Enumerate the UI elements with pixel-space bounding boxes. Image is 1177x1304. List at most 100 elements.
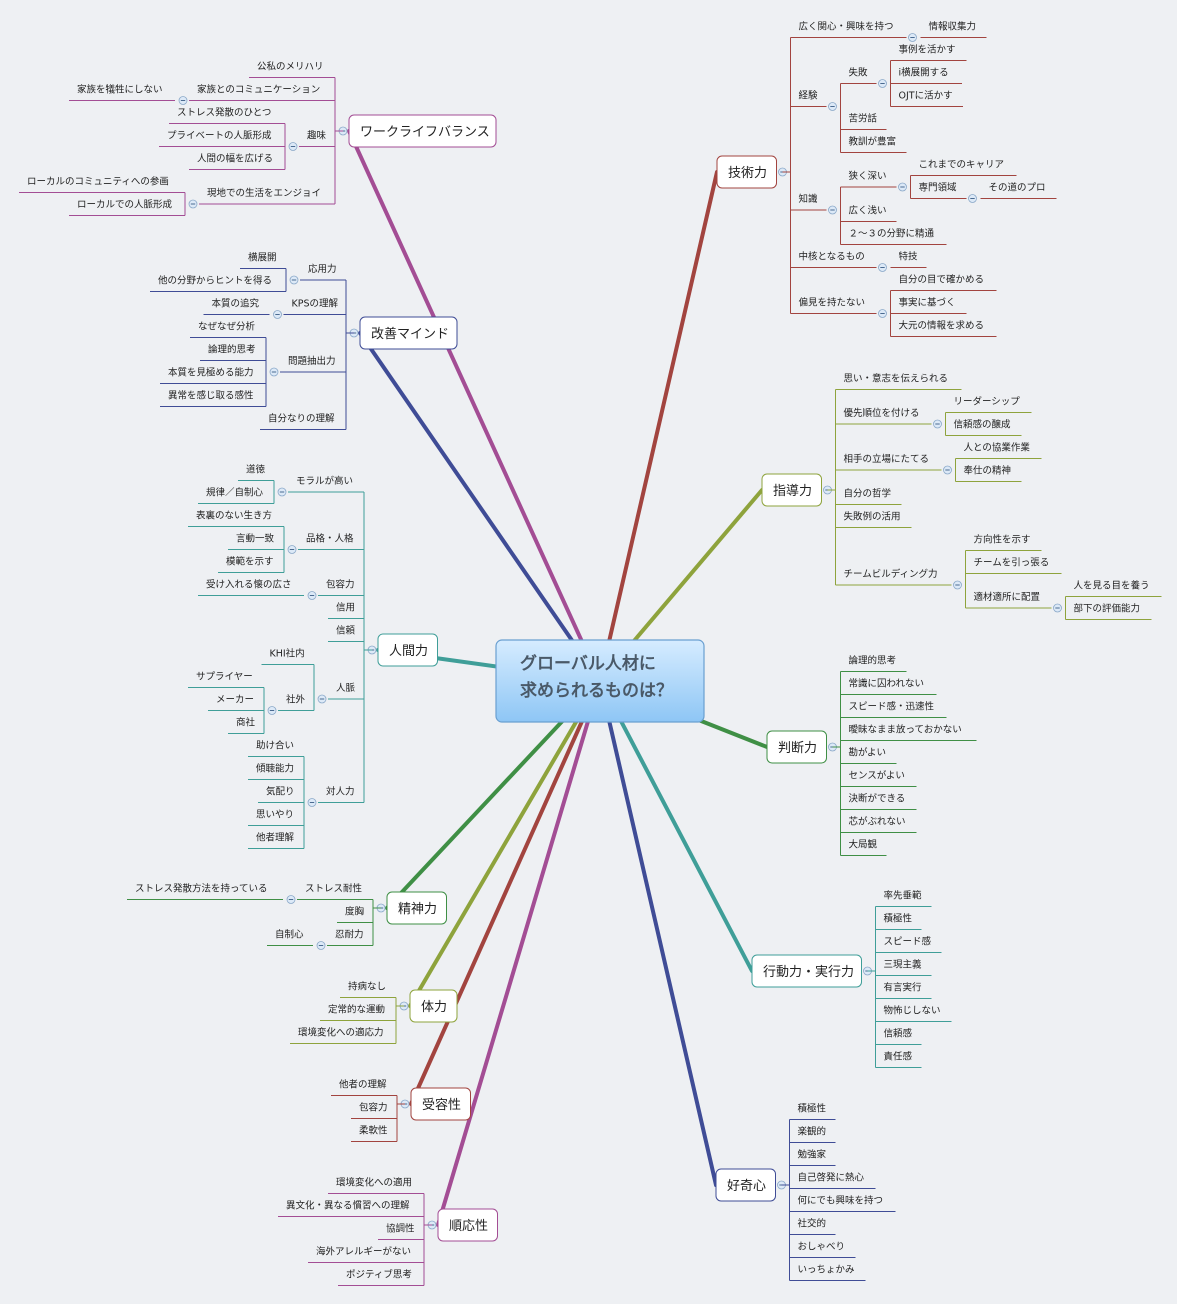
topic-tairyoku-node-1[interactable]: 定常的な運動 bbox=[320, 1004, 396, 1021]
topic-ningen-node-1-node-2[interactable]: 模範を示す bbox=[218, 556, 284, 573]
topic-kaizen-node-2-node-2[interactable]: 本質を見極める能力 bbox=[160, 367, 266, 384]
topic-gijutsu-node-1-node-0-node-1[interactable]: i横展開する bbox=[890, 67, 963, 84]
topic-juyou-node-2[interactable]: 柔軟性 bbox=[351, 1125, 397, 1142]
topic-kaizen-node-0-node-0[interactable]: 横展開 bbox=[240, 252, 286, 269]
topic-shidou[interactable]: 指導力 bbox=[761, 473, 822, 507]
topic-ningen-node-0-node-0[interactable]: 道徳 bbox=[238, 464, 274, 481]
topic-gijutsu-node-0-collapse-icon[interactable] bbox=[908, 33, 917, 42]
topic-kaizen-node-2-node-1[interactable]: 論理的思考 bbox=[200, 344, 266, 361]
topic-shidou-node-5-node-2-collapse-icon[interactable] bbox=[1053, 603, 1062, 613]
topic-junnou-node-3[interactable]: 海外アレルギーがない bbox=[308, 1246, 424, 1263]
topic-shidou-node-2-collapse-icon[interactable] bbox=[943, 465, 952, 475]
topic-gijutsu-node-1-collapse-icon[interactable] bbox=[828, 102, 837, 111]
topic-shidou-node-5-node-0[interactable]: 方向性を示す bbox=[965, 534, 1042, 551]
topic-ningen-node-4[interactable]: 信頼 bbox=[328, 625, 364, 642]
topic-ningen-node-5-node-1-node-0[interactable]: サプライヤー bbox=[188, 672, 264, 688]
topic-kaizen-node-2[interactable]: 問題抽出力 bbox=[280, 355, 346, 373]
topic-koukishin-node-7[interactable]: いっちょかみ bbox=[789, 1265, 866, 1281]
topic-handan-node-2[interactable]: スピード感・迅速性 bbox=[840, 701, 947, 718]
topic-junnou-node-2[interactable]: 協調性 bbox=[378, 1223, 424, 1240]
topic-gijutsu[interactable]: 技術力 bbox=[716, 155, 777, 189]
topic-ningen-node-2[interactable]: 包容力 bbox=[318, 579, 364, 596]
topic-gijutsu-node-4-node-0[interactable]: 自分の目で確かめる bbox=[890, 274, 997, 291]
topic-koukishin-node-5[interactable]: 社交的 bbox=[789, 1218, 836, 1235]
topic-koukishin-node-4[interactable]: 何にでも興味を持つ bbox=[789, 1195, 896, 1212]
topic-seishin-node-2[interactable]: 忍耐力 bbox=[327, 929, 373, 946]
topic-ningen-node-0-collapse-icon[interactable] bbox=[277, 487, 287, 497]
topic-shidou-node-5-collapse-icon[interactable] bbox=[953, 580, 962, 590]
topic-shidou-node-2-node-1[interactable]: 奉仕の精神 bbox=[955, 465, 1022, 482]
topic-gijutsu-node-1-node-0-collapse-icon[interactable] bbox=[878, 79, 887, 88]
topic-kaizen[interactable]: 改善マインド bbox=[359, 316, 458, 350]
topic-worklife-node-2-collapse-icon[interactable] bbox=[288, 142, 298, 151]
topic-ningen-node-5-collapse-icon[interactable] bbox=[317, 694, 327, 704]
topic-ningen-node-6-node-1[interactable]: 傾聴能力 bbox=[248, 763, 304, 780]
topic-worklife-node-3-collapse-icon[interactable] bbox=[188, 199, 198, 209]
topic-worklife-node-2[interactable]: 趣味 bbox=[299, 130, 335, 147]
topic-kaizen-node-0-node-1[interactable]: 他の分野からヒントを得る bbox=[150, 275, 286, 292]
topic-seishin-node-1[interactable]: 度胸 bbox=[337, 906, 373, 923]
topic-ningen-node-5-node-0[interactable]: KHI社内 bbox=[261, 648, 315, 665]
topic-koukishin[interactable]: 好奇心 bbox=[715, 1168, 776, 1202]
topic-koudou[interactable]: 行動力・実行力 bbox=[751, 954, 862, 988]
topic-kaizen-node-1[interactable]: KPSの理解 bbox=[283, 298, 347, 315]
topic-koudou-node-1[interactable]: 積極性 bbox=[875, 913, 922, 930]
topic-gijutsu-node-4-node-1[interactable]: 事実に基づく bbox=[890, 297, 967, 314]
topic-ningen-node-1-collapse-icon[interactable] bbox=[287, 545, 297, 554]
topic-kaizen-node-2-collapse-icon[interactable] bbox=[269, 367, 279, 377]
topic-shidou-node-1-node-1[interactable]: 信頼感の醸成 bbox=[945, 419, 1022, 436]
topic-koukishin-node-0[interactable]: 積極性 bbox=[789, 1103, 836, 1120]
topic-gijutsu-node-4-collapse-icon[interactable] bbox=[878, 309, 887, 318]
topic-kaizen-node-2-node-3[interactable]: 異常を感じ取る感性 bbox=[160, 390, 266, 407]
topic-handan[interactable]: 判断力 bbox=[766, 730, 827, 764]
topic-ningen-node-6-node-3[interactable]: 思いやり bbox=[248, 810, 304, 826]
topic-kaizen-node-3[interactable]: 自分なりの理解 bbox=[260, 413, 346, 430]
topic-shidou-node-5-node-2-node-1[interactable]: 部下の評価能力 bbox=[1065, 603, 1152, 620]
topic-worklife-node-3[interactable]: 現地での生活をエンジョイ bbox=[199, 187, 335, 205]
topic-gijutsu-node-2[interactable]: 知識 bbox=[790, 193, 827, 211]
topic-ningen-node-5-node-1-collapse-icon[interactable] bbox=[267, 706, 277, 715]
topic-shidou-node-3[interactable]: 自分の哲学 bbox=[835, 488, 902, 505]
topic-ningen[interactable]: 人間力 bbox=[377, 633, 438, 667]
topic-handan-node-6[interactable]: 決断ができる bbox=[840, 793, 917, 810]
topic-seishin[interactable]: 精神力 bbox=[386, 891, 447, 925]
topic-handan-node-0[interactable]: 論理的思考 bbox=[840, 655, 907, 672]
topic-gijutsu-node-4-node-2[interactable]: 大元の情報を求める bbox=[890, 320, 997, 337]
topic-worklife-node-3-node-1[interactable]: ローカルでの人脈形成 bbox=[69, 199, 185, 216]
topic-shidou-node-5-node-2[interactable]: 適材適所に配置 bbox=[965, 591, 1052, 609]
topic-worklife-node-2-node-1[interactable]: プライベートの人脈形成 bbox=[159, 130, 285, 147]
topic-koukishin-node-6[interactable]: おしゃべり bbox=[789, 1242, 856, 1258]
topic-ningen-node-2-collapse-icon[interactable] bbox=[307, 591, 317, 600]
topic-ningen-node-3[interactable]: 信用 bbox=[328, 602, 364, 619]
topic-junnou-node-0[interactable]: 環境変化への適用 bbox=[328, 1177, 424, 1194]
topic-handan-node-4[interactable]: 勘がよい bbox=[840, 747, 897, 764]
topic-seishin-node-0-node-0[interactable]: ストレス発散方法を持っている bbox=[127, 883, 283, 900]
topic-tairyoku[interactable]: 体力 bbox=[409, 989, 458, 1023]
topic-shidou-node-5-node-2-node-0[interactable]: 人を見る目を養う bbox=[1065, 580, 1162, 597]
topic-worklife-node-2-node-0[interactable]: ストレス発散のひとつ bbox=[169, 107, 285, 124]
topic-gijutsu-node-2-node-0-collapse-icon[interactable] bbox=[898, 182, 907, 192]
topic-gijutsu-node-1-node-0-node-2[interactable]: OJTに活かす bbox=[890, 90, 964, 107]
topic-gijutsu-node-1-node-2[interactable]: 教訓が豊富 bbox=[840, 136, 907, 153]
topic-gijutsu-node-1-node-0[interactable]: 失敗 bbox=[840, 67, 877, 84]
topic-worklife-node-1[interactable]: 家族とのコミュニケーション bbox=[189, 84, 335, 101]
topic-gijutsu-node-2-node-0-node-1-collapse-icon[interactable] bbox=[968, 194, 977, 203]
topic-ningen-node-1-node-1[interactable]: 言動一致 bbox=[228, 533, 284, 550]
topic-worklife-node-0[interactable]: 公私のメリハリ bbox=[249, 62, 335, 78]
topic-gijutsu-node-2-node-0-node-1-node-0[interactable]: その道のプロ bbox=[980, 182, 1057, 199]
topic-gijutsu-node-2-collapse-icon[interactable] bbox=[828, 205, 837, 215]
topic-ningen-node-6-node-0[interactable]: 助け合い bbox=[248, 740, 304, 757]
topic-gijutsu-node-4[interactable]: 偏見を持たない bbox=[790, 297, 877, 314]
topic-worklife-node-1-collapse-icon[interactable] bbox=[178, 96, 188, 105]
topic-shidou-node-2[interactable]: 相手の立場にたてる bbox=[835, 453, 942, 471]
topic-koudou-node-2[interactable]: スピード感 bbox=[875, 936, 942, 953]
topic-shidou-node-5-node-1[interactable]: チームを引っ張る bbox=[965, 558, 1062, 574]
topic-worklife-node-2-node-2[interactable]: 人間の幅を広げる bbox=[189, 153, 285, 170]
topic-koudou-node-5[interactable]: 物怖じしない bbox=[875, 1005, 952, 1022]
topic-koudou-node-3[interactable]: 三現主義 bbox=[875, 959, 932, 976]
topic-juyou[interactable]: 受容性 bbox=[410, 1087, 471, 1121]
topic-ningen-node-2-node-0[interactable]: 受け入れる懐の広さ bbox=[198, 579, 304, 596]
topic-junnou-node-1[interactable]: 異文化・異なる慣習への理解 bbox=[278, 1200, 424, 1217]
topic-junnou[interactable]: 順応性 bbox=[437, 1208, 498, 1242]
topic-gijutsu-node-2-node-0-node-0[interactable]: これまでのキャリア bbox=[910, 160, 1017, 176]
